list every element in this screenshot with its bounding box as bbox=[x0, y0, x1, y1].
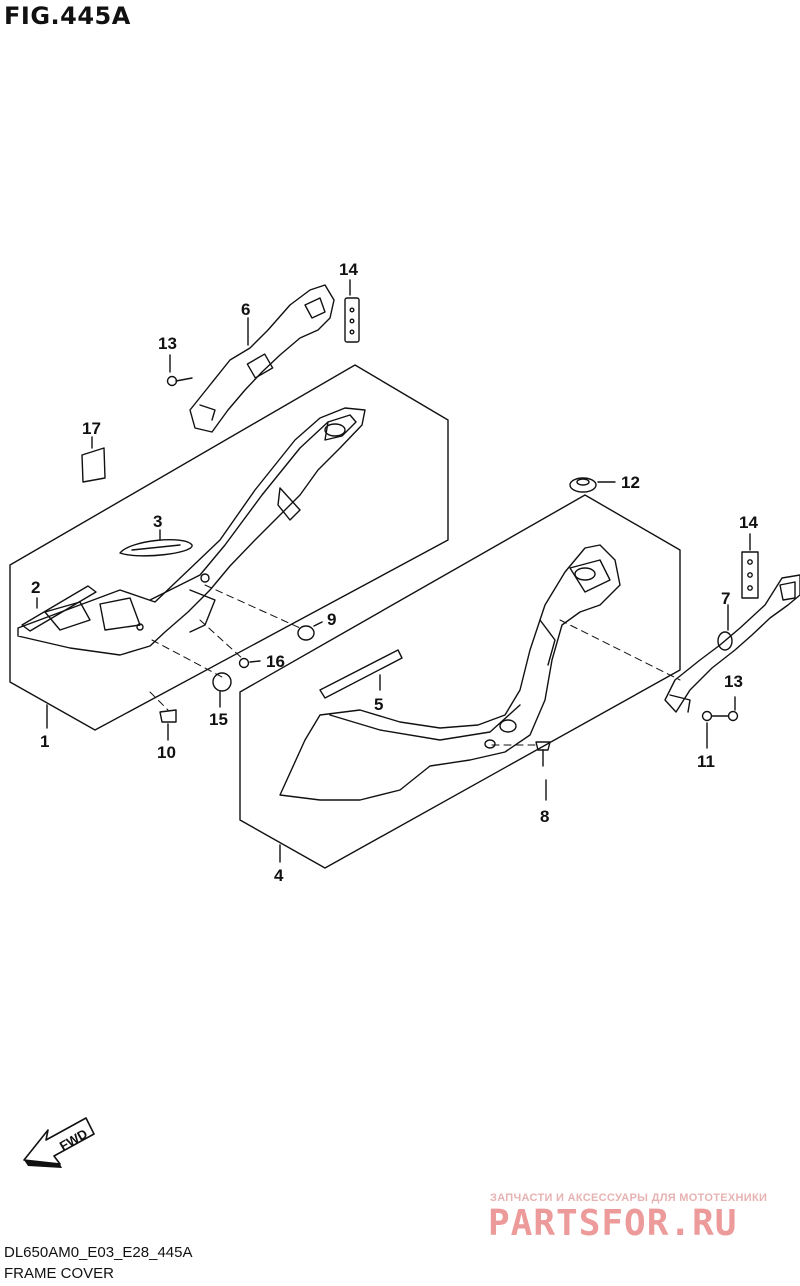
callout-13-top: 13 bbox=[158, 334, 177, 353]
part-3-emblem bbox=[119, 539, 193, 557]
part-6-bracket bbox=[189, 284, 335, 433]
callout-13-right: 13 bbox=[724, 672, 743, 691]
part-17-label bbox=[81, 447, 106, 483]
part-12-grommet bbox=[569, 477, 597, 493]
part-7-bracket bbox=[664, 574, 800, 713]
watermark-tagline: ЗАПЧАСТИ И АКСЕССУАРЫ ДЛЯ МОТОТЕХНИКИ bbox=[490, 1192, 768, 1204]
callout-6: 6 bbox=[241, 300, 250, 319]
callout-1: 1 bbox=[40, 732, 49, 751]
watermark-logo: PARTSFOR.RU bbox=[488, 1203, 738, 1244]
part-15-collar bbox=[212, 672, 232, 692]
right-assembly-outline bbox=[239, 494, 681, 869]
callout-12: 12 bbox=[621, 473, 640, 492]
callout-2: 2 bbox=[31, 578, 40, 597]
part-14-plate-top bbox=[344, 297, 360, 343]
model-code: DL650AM0_E03_E28_445A bbox=[4, 1244, 193, 1261]
callout-10: 10 bbox=[157, 743, 176, 762]
callout-5: 5 bbox=[374, 695, 383, 714]
callout-11: 11 bbox=[697, 752, 715, 771]
callout-14-top: 14 bbox=[339, 260, 358, 279]
part-5-strip bbox=[319, 649, 403, 699]
part-11-bolt bbox=[701, 710, 713, 722]
figure-title: FIG.445A bbox=[4, 2, 131, 30]
part-16-nut bbox=[238, 657, 250, 669]
callout-8: 8 bbox=[540, 807, 549, 826]
part-14-plate-right bbox=[741, 551, 759, 599]
section-name: FRAME COVER bbox=[4, 1265, 115, 1282]
part-2-strip bbox=[21, 585, 97, 632]
part-10-clip bbox=[159, 709, 177, 723]
callout-9: 9 bbox=[327, 610, 336, 629]
part-13-bolt-right bbox=[727, 710, 739, 722]
fwd-arrow-icon: FWD bbox=[23, 1117, 95, 1168]
left-frame-cover bbox=[17, 407, 366, 656]
callout-14-right: 14 bbox=[739, 513, 758, 532]
part-8-screw bbox=[535, 741, 551, 751]
part-9-grommet bbox=[297, 625, 315, 641]
callout-3: 3 bbox=[153, 512, 162, 531]
callout-15: 15 bbox=[209, 710, 228, 729]
callout-7: 7 bbox=[721, 589, 730, 608]
part-13-bolt-top bbox=[166, 375, 178, 387]
left-assembly-outline bbox=[9, 364, 449, 731]
right-frame-cover bbox=[279, 544, 621, 801]
callout-16: 16 bbox=[266, 652, 285, 671]
callout-4: 4 bbox=[274, 866, 284, 885]
callout-17: 17 bbox=[82, 419, 101, 438]
